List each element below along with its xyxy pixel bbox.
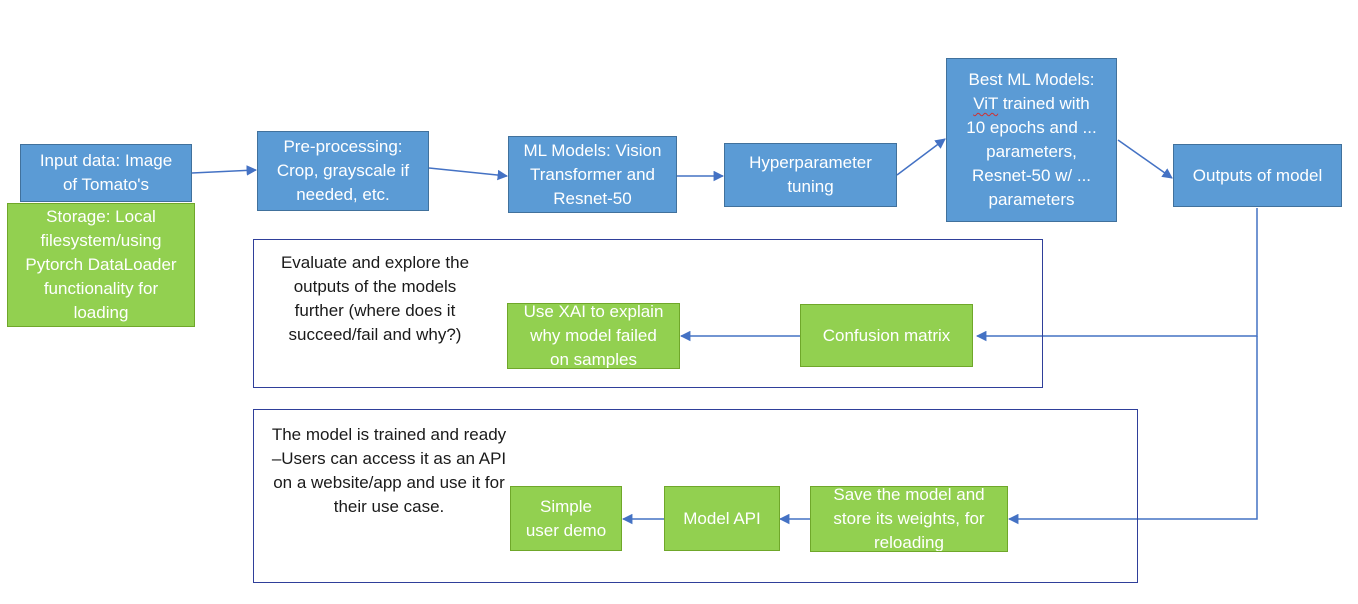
best-models-line1: Best ML Models: [968,70,1095,89]
model-api-box: Model API [664,486,780,551]
ml-models-label: ML Models: Vision Transformer and Resnet… [523,140,662,208]
preprocessing-box: Pre-processing: Crop, grayscale if neede… [257,131,429,211]
hyperparameter-label: Hyperparameter tuning [749,153,872,196]
storage-label: Storage: Local filesystem/using Pytorch … [25,207,177,322]
outputs-box: Outputs of model [1173,144,1342,207]
best-models-rest: 10 epochs and ... parameters, Resnet-50 … [966,118,1097,209]
save-model-label: Save the model and store its weights, fo… [833,486,985,552]
preprocessing-label: Pre-processing: Crop, grayscale if neede… [276,137,410,204]
outputs-label: Outputs of model [1192,165,1323,185]
ml-models-box: ML Models: Vision Transformer and Resnet… [508,136,677,213]
simple-demo-box: Simple user demo [510,486,622,551]
xai-label: Use XAI to explain why model failed on s… [523,303,664,369]
model-api-label: Model API [683,508,761,528]
storage-box: Storage: Local filesystem/using Pytorch … [7,203,195,327]
arrow-outputs-to-save-model [1007,336,1258,525]
simple-demo-label: Simple user demo [525,496,607,540]
hyperparameter-box: Hyperparameter tuning [724,143,897,207]
arrow-best-models-to-outputs [1117,139,1173,179]
best-models-line2-rest: trained with [998,94,1090,113]
arrow-hyperparameter-to-best-models [896,138,946,176]
evaluation-frame [253,239,1043,388]
best-models-text: Best ML Models: ViT trained with 10 epoc… [966,68,1096,212]
confusion-matrix-box: Confusion matrix [800,304,973,367]
input-data-box: Input data: Image of Tomato's [20,144,192,202]
save-model-box: Save the model and store its weights, fo… [810,486,1008,552]
xai-box: Use XAI to explain why model failed on s… [507,303,680,369]
evaluate-note: Evaluate and explore the outputs of the … [280,253,470,344]
best-models-line2: ViT trained with [966,92,1096,116]
confusion-matrix-label: Confusion matrix [822,325,951,345]
trained-note: The model is trained and ready –Users ca… [271,425,507,516]
vit-term: ViT [973,94,999,113]
arrow-input-to-preprocessing [191,165,258,176]
input-data-label: Input data: Image of Tomato's [39,151,173,194]
arrow-preprocessing-to-models [428,167,509,181]
deployment-frame [253,409,1138,583]
best-models-box: Best ML Models: ViT trained with 10 epoc… [946,58,1117,222]
